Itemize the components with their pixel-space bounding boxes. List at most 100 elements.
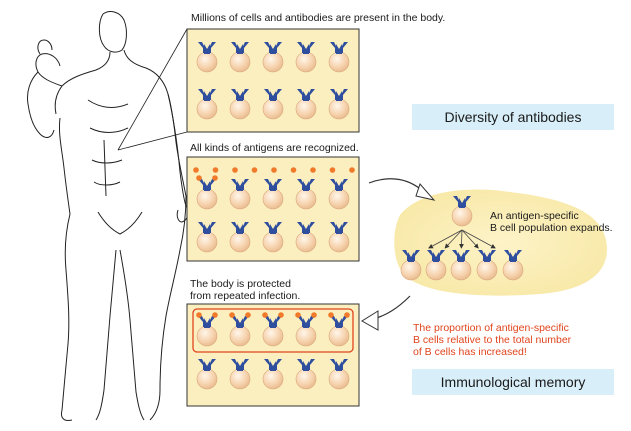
cell-body	[229, 325, 251, 347]
cell-body	[295, 231, 317, 253]
b-cell	[262, 222, 284, 253]
b-cell	[196, 222, 218, 253]
antigen-dot	[245, 312, 251, 318]
cell-body	[262, 231, 284, 253]
antibody-receptor	[297, 222, 315, 234]
antibody-receptor	[297, 89, 315, 101]
antibody-receptor	[198, 316, 216, 328]
antibody-receptor	[264, 316, 282, 328]
antibody-receptor	[330, 316, 348, 328]
body-torso	[54, 49, 187, 215]
cell-body	[295, 188, 317, 210]
b-cell	[328, 42, 350, 73]
antibody-receptor	[198, 42, 216, 54]
antibody-receptor	[264, 89, 282, 101]
free-antigen	[193, 167, 199, 173]
antibody-receptor	[198, 359, 216, 371]
cell-body	[196, 98, 218, 120]
antibody-receptor	[231, 316, 249, 328]
body-pointer-lines	[117, 28, 188, 151]
antibody-receptor	[264, 359, 282, 371]
antigen-dot	[278, 312, 284, 318]
antibody-receptor	[330, 42, 348, 54]
cell-body	[196, 325, 218, 347]
antibody-receptor	[231, 359, 249, 371]
caption-millions: Millions of cells and antibodies are pre…	[191, 12, 446, 24]
b-cell	[229, 89, 251, 120]
cell-body	[328, 98, 350, 120]
arrow-to-memory-head	[361, 310, 379, 331]
antibody-receptor	[453, 196, 471, 208]
b-cell-bound	[295, 312, 317, 347]
antigen-dot	[344, 312, 350, 318]
pointer-line-1	[117, 28, 188, 151]
caption-expands-2: B cell population expands.	[490, 222, 613, 234]
cell-body	[262, 368, 284, 390]
caption-expands-1: An antigen-specific	[490, 210, 579, 222]
caption-protected-2: from repeated infection.	[190, 290, 301, 302]
panel-middle-cells	[196, 175, 350, 253]
b-cell-bound	[196, 312, 218, 347]
antigen-dot	[212, 312, 218, 318]
label-memory: Immunological memory	[412, 369, 614, 395]
body-legs	[61, 195, 187, 421]
b-cell	[400, 250, 422, 281]
antibody-receptor	[297, 179, 315, 191]
antigen-dot	[262, 312, 268, 318]
antibody-receptor	[297, 42, 315, 54]
b-cell	[229, 359, 251, 390]
antigen-dot	[295, 312, 301, 318]
cell-body	[229, 368, 251, 390]
b-cell	[262, 42, 284, 73]
b-cell	[229, 179, 251, 210]
antibody-receptor	[198, 89, 216, 101]
cell-body	[295, 325, 317, 347]
body-muscle-lines	[87, 99, 129, 197]
b-cell	[295, 359, 317, 390]
caption-protected-1: The body is protected	[190, 278, 291, 290]
arrow-to-expansion-head	[415, 183, 436, 201]
cell-body	[400, 259, 422, 281]
antibody-receptor	[452, 250, 470, 262]
expansion-arrows	[428, 229, 496, 249]
b-cell	[262, 89, 284, 120]
antibody-receptor	[297, 316, 315, 328]
b-cell	[196, 42, 218, 73]
b-cell	[196, 359, 218, 390]
cell-body	[262, 325, 284, 347]
caption-proportion-3: of B cells has increased!	[413, 346, 527, 358]
free-antigen	[290, 167, 297, 173]
b-cell	[502, 250, 524, 281]
antibody-receptor	[231, 42, 249, 54]
cell-body	[328, 368, 350, 390]
free-antigen	[329, 167, 336, 173]
free-antigen	[232, 167, 238, 173]
antibody-receptor	[478, 250, 496, 262]
cell-body	[196, 51, 218, 73]
cell-body	[328, 51, 350, 73]
antigen-dot	[328, 312, 334, 318]
cell-body	[229, 98, 251, 120]
antibody-receptor	[231, 89, 249, 101]
b-cell	[196, 89, 218, 120]
cell-body	[502, 259, 524, 281]
b-cell	[295, 222, 317, 253]
cell-body	[451, 205, 473, 227]
cell-body	[328, 325, 350, 347]
curved-arrows	[361, 178, 436, 331]
cell-body	[425, 259, 447, 281]
cell-body	[295, 51, 317, 73]
antigen-dot	[311, 312, 317, 318]
antibody-receptor	[198, 179, 216, 191]
caption-proportion-1: The proportion of antigen-specific	[413, 322, 569, 334]
antibody-receptor	[264, 179, 282, 191]
antigen-dot	[212, 175, 218, 181]
antibody-receptor	[330, 89, 348, 101]
cell-body	[262, 188, 284, 210]
body-head	[98, 11, 127, 53]
b-cell	[295, 89, 317, 120]
b-cell	[229, 222, 251, 253]
cell-body	[196, 231, 218, 253]
